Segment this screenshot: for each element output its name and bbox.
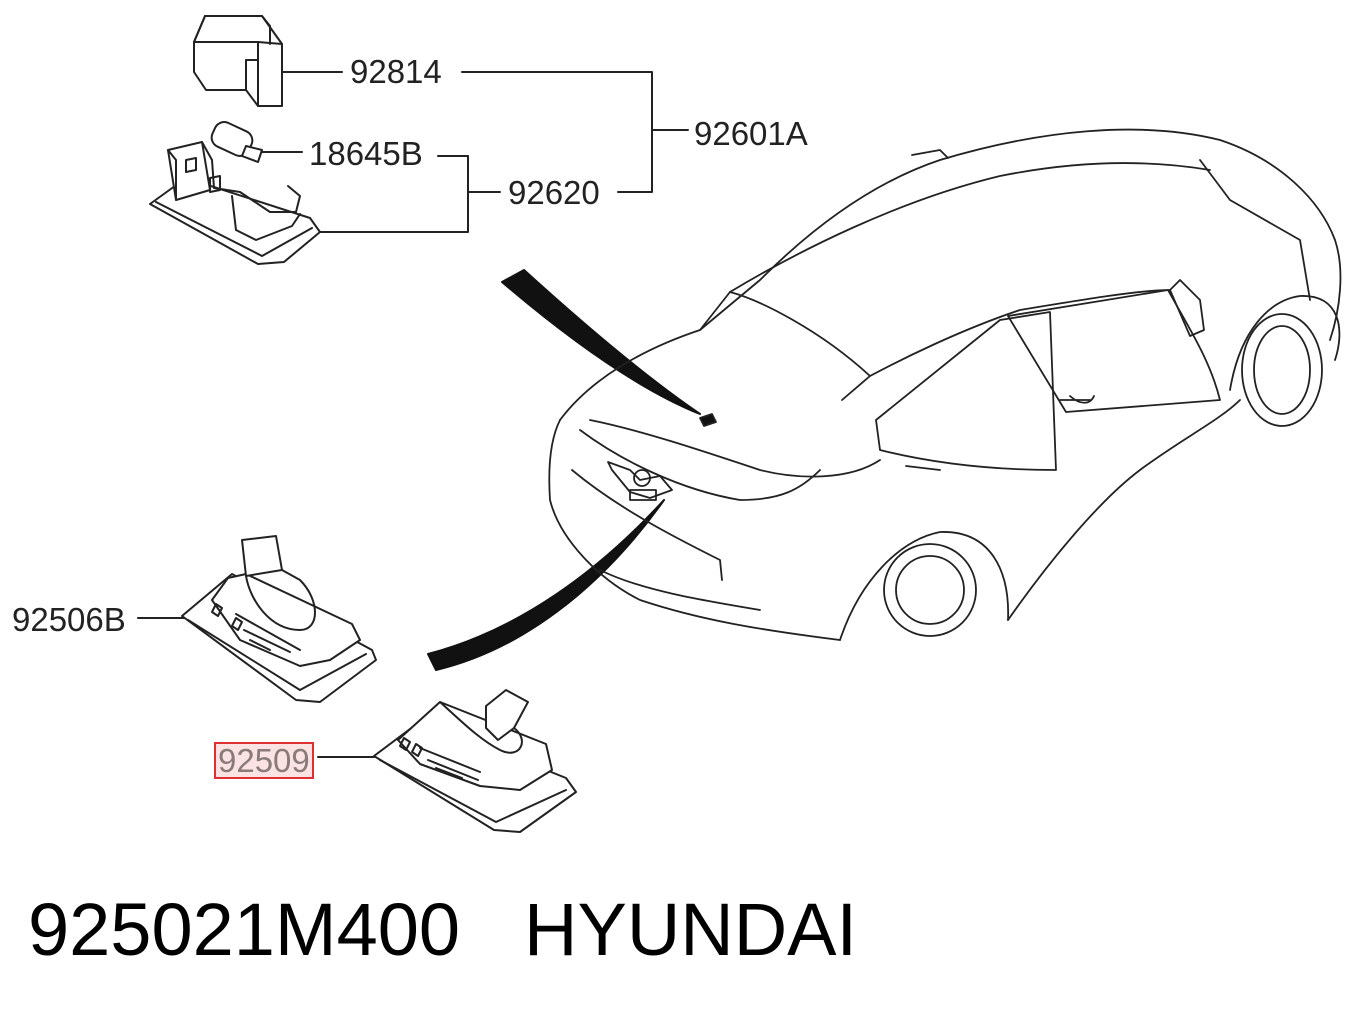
callout-92814: 92814 xyxy=(350,53,442,90)
part-92509-lamp xyxy=(373,689,577,833)
car-outline xyxy=(548,128,1342,641)
leader-lines-bottom xyxy=(137,617,375,758)
callout-92620: 92620 xyxy=(508,174,600,211)
callout-92506B: 92506B xyxy=(12,601,126,638)
indicator-wedge-upper xyxy=(501,269,701,415)
part-92506B-lamp xyxy=(181,535,377,703)
caption: 925021M400 HYUNDAI xyxy=(28,893,857,967)
parts-diagram xyxy=(137,15,1342,833)
callout-92601A: 92601A xyxy=(694,115,808,152)
leader-lines-top xyxy=(261,71,689,233)
part-92814-cover xyxy=(193,15,283,107)
part-18645B-bulb xyxy=(210,121,263,163)
callout-92509-highlighted[interactable]: 92509 xyxy=(214,742,314,779)
brand-name: HYUNDAI xyxy=(524,888,858,971)
indicator-wedge-lower xyxy=(427,499,665,671)
part-92620-housing xyxy=(149,141,321,265)
callout-18645B: 18645B xyxy=(309,135,423,172)
part-number: 925021M400 xyxy=(28,888,461,971)
